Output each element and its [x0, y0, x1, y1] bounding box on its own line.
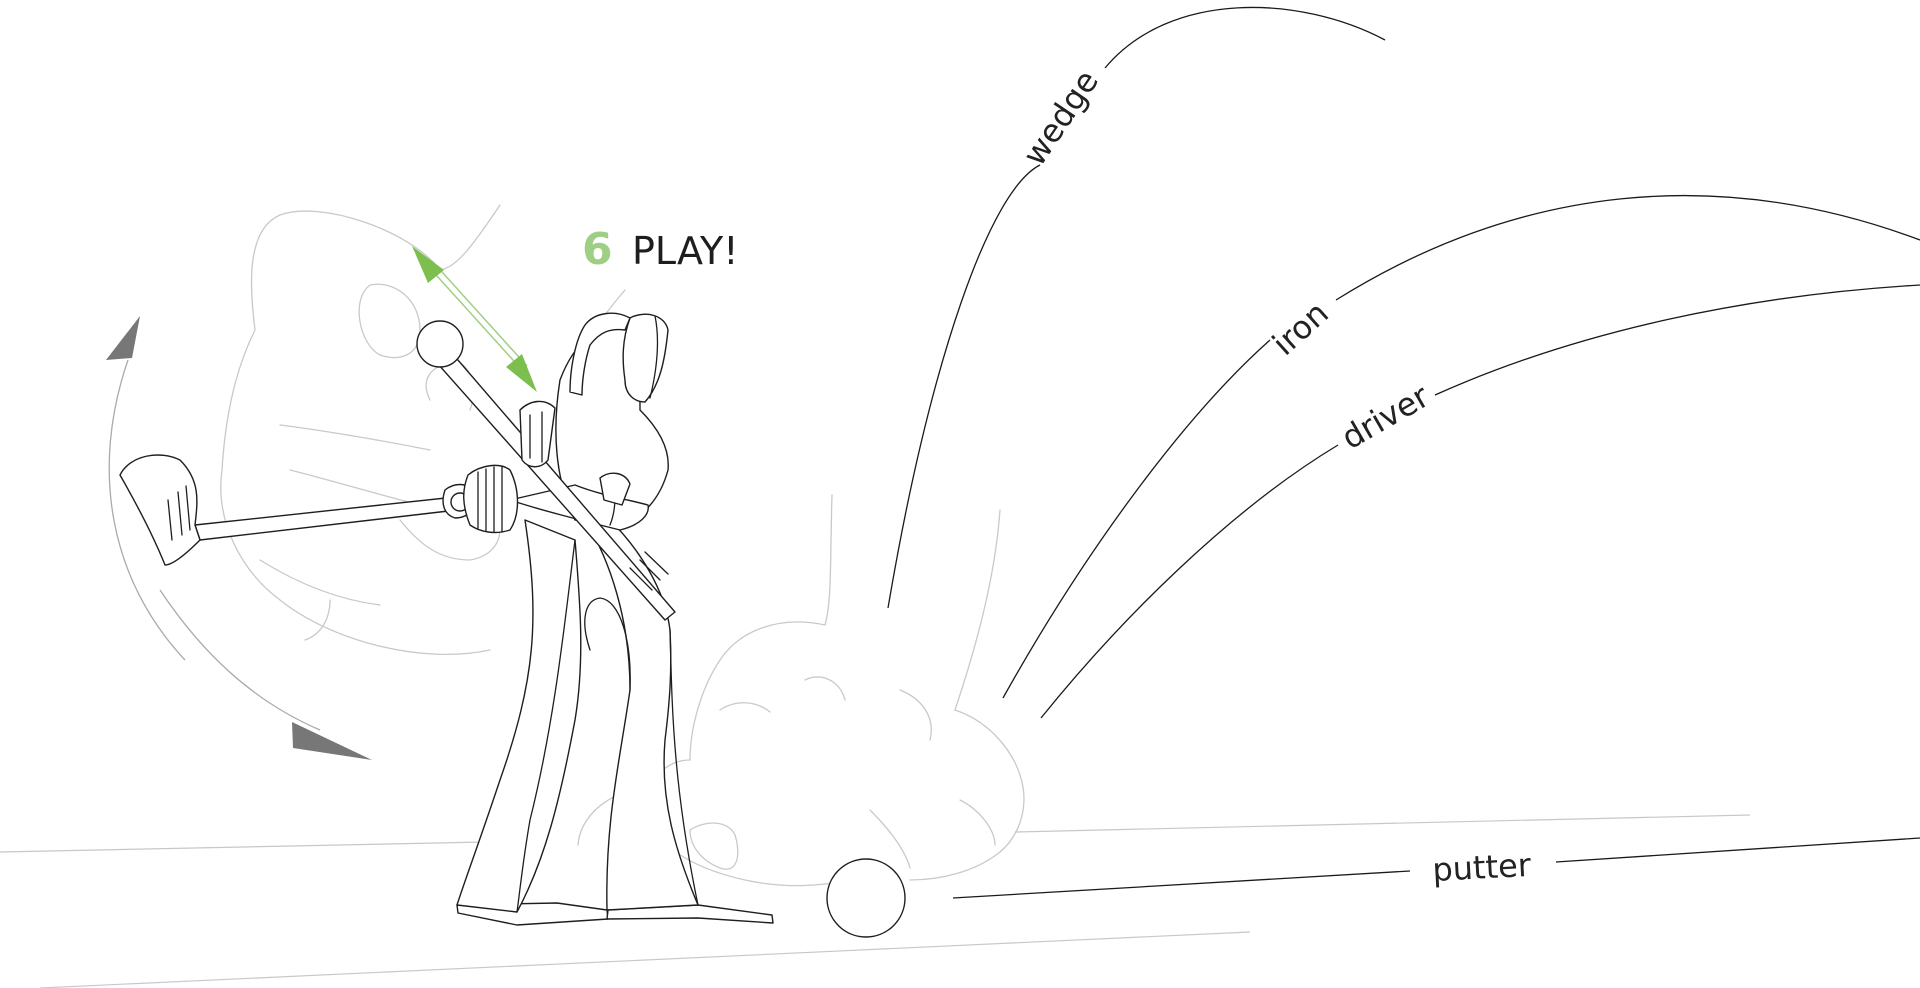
ground-lines: [0, 814, 1751, 988]
step-title: PLAY!: [632, 229, 738, 273]
label-wedge: wedge: [1015, 63, 1106, 172]
label-putter: putter: [1431, 846, 1532, 889]
step-number: 6: [582, 224, 613, 275]
golf-ball: [826, 858, 906, 938]
golfer-figure: [119, 312, 774, 926]
trajectory-iron: [1002, 194, 1920, 699]
label-iron: iron: [1265, 294, 1336, 363]
curved-double-arrow-icon: [106, 316, 372, 760]
straight-double-arrow-icon: [412, 246, 537, 392]
label-driver: driver: [1335, 377, 1436, 457]
trajectory-wedge: [887, 6, 1386, 609]
trajectory-driver: [1040, 284, 1920, 719]
trajectory-putter: [952, 837, 1920, 899]
